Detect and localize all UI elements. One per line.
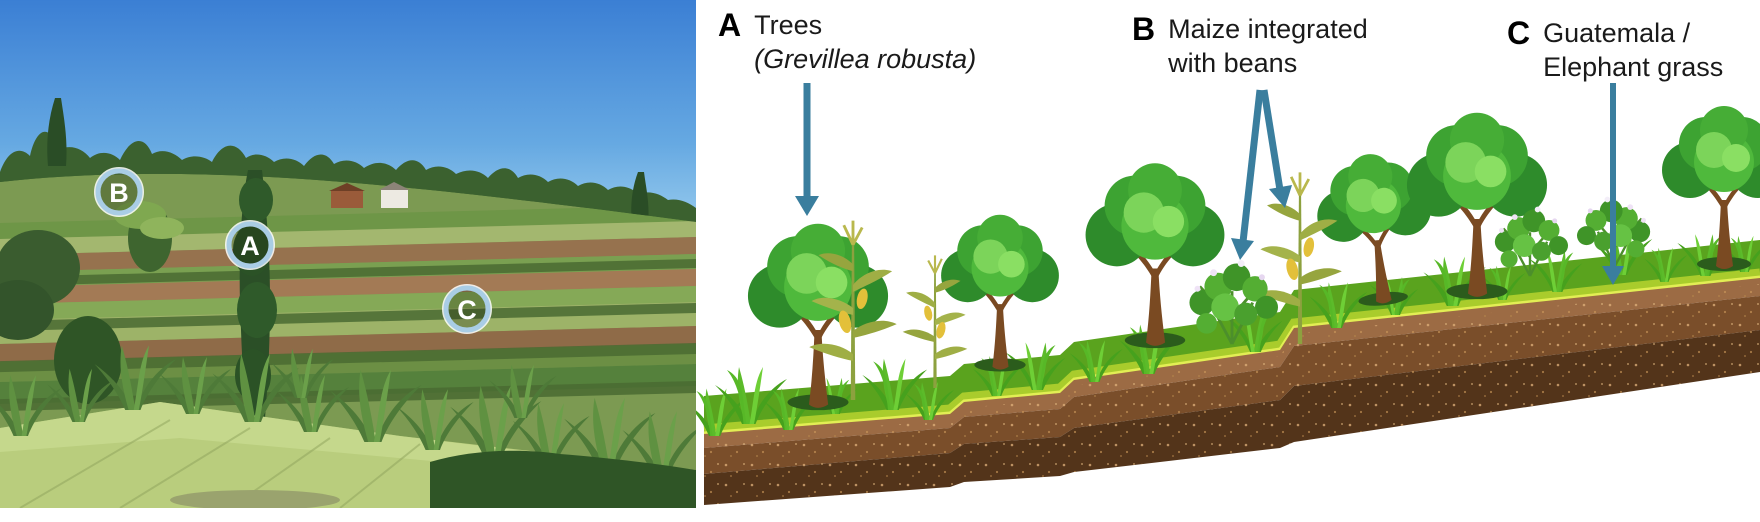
- marker-c: C: [442, 284, 492, 334]
- house: [329, 182, 410, 208]
- terrace-lip-band: [703, 268, 1760, 434]
- terrace-illustration: [696, 83, 1760, 505]
- marker-a: A: [225, 220, 275, 270]
- annotation-a-line1: Trees: [754, 10, 823, 40]
- annotation-c-line1: Guatemala /: [1543, 18, 1691, 48]
- annotation-c-line2: Elephant grass: [1543, 52, 1724, 82]
- arrow-b-left: [1231, 89, 1264, 260]
- arrow-c: [1602, 83, 1624, 285]
- marker-a-letter: A: [240, 231, 260, 261]
- annotation-b: B Maize integrated with beans: [1132, 12, 1368, 80]
- annotation-a-letter: A: [718, 7, 742, 43]
- marker-b: B: [94, 167, 144, 217]
- soil-speckles: [704, 284, 1760, 505]
- terrace-lip-line: [703, 275, 1760, 435]
- diagram-panel: A Trees (Grevillea robusta) B Maize inte…: [696, 0, 1760, 522]
- hillside-fields: [0, 173, 696, 508]
- annotation-b-line2: with beans: [1168, 48, 1298, 78]
- foreground-dark-crops: [430, 450, 696, 508]
- annotation-a-line2: (Grevillea robusta): [754, 44, 977, 74]
- annotation-c: C Guatemala / Elephant grass: [1507, 16, 1723, 84]
- marker-c-letter: C: [457, 295, 477, 325]
- annotation-a: A Trees (Grevillea robusta): [718, 8, 976, 76]
- annotation-b-line1: Maize integrated: [1168, 14, 1368, 44]
- arrow-b-right: [1260, 89, 1292, 208]
- arrow-a: [795, 83, 819, 216]
- annotation-c-letter: C: [1507, 15, 1531, 51]
- annotation-b-letter: B: [1132, 11, 1156, 47]
- tree-icon: [747, 223, 889, 411]
- photo-panel: B A C: [0, 0, 696, 508]
- photo-illustration: B A C: [0, 0, 696, 508]
- marker-b-letter: B: [109, 178, 129, 208]
